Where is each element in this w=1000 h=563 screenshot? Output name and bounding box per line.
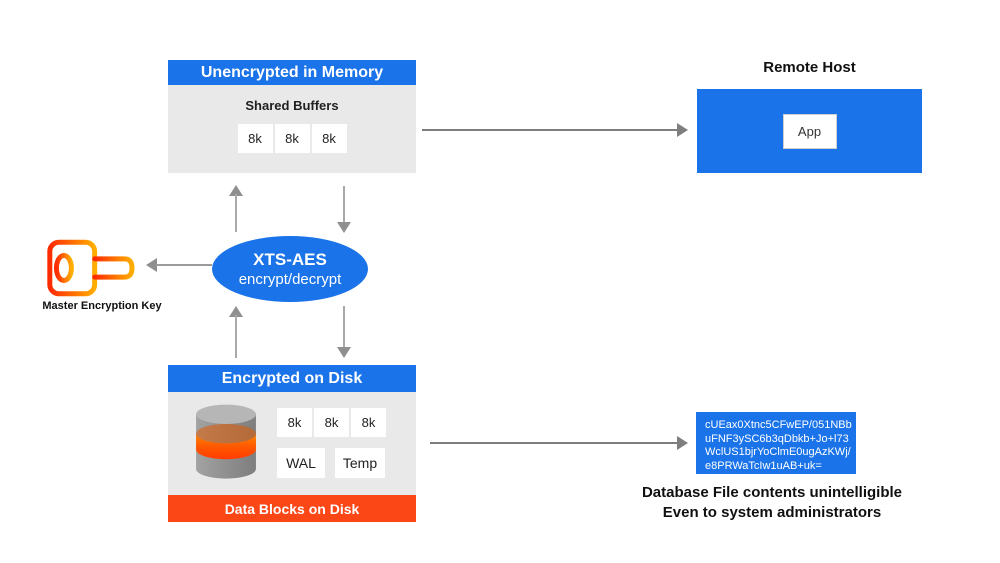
remote-host-title: Remote Host [763, 59, 856, 76]
ciphertext-line: WclUS1bjrYoClmE0ugAzKWj/ [705, 446, 851, 458]
ciphertext-box: cUEax0Xtnc5CFwEP/051NBb uFNF3ySC6b3qDbkb… [696, 412, 856, 474]
memory-block-row: 8k 8k 8k [168, 124, 416, 153]
app-box: App [782, 113, 837, 149]
xts-aes-label: XTS-AES [253, 249, 327, 269]
master-key-label: Master Encryption Key [42, 300, 162, 312]
key-icon [47, 239, 135, 297]
arrow-disk-to-aes-up [229, 306, 243, 358]
ciphertext-caption: Database File contents unintelligible Ev… [597, 483, 947, 523]
disk-box: Encrypted on Disk 8k [168, 365, 416, 522]
remote-host-box: App [697, 89, 922, 173]
arrow-memory-to-aes-down [337, 186, 351, 233]
xts-aes-ellipse: XTS-AES encrypt/decrypt [212, 236, 368, 302]
disk-cells: 8k 8k 8k WAL Temp [277, 408, 389, 478]
disk-box-body: 8k 8k 8k WAL Temp [168, 392, 416, 495]
arrow-aes-to-disk-down [337, 306, 351, 358]
memory-box-title: Unencrypted in Memory [168, 60, 416, 85]
disk-block-row: 8k 8k 8k [277, 408, 389, 437]
disk-file-row: WAL Temp [277, 448, 389, 478]
disk-box-title: Encrypted on Disk [168, 365, 416, 392]
disk-block-8k: 8k [277, 408, 312, 437]
memory-block-8k: 8k [311, 124, 347, 153]
arrow-memory-to-remote-host [422, 123, 688, 137]
arrow-aes-to-memory-up [229, 185, 243, 232]
arrow-aes-to-master-key [146, 258, 212, 272]
memory-box: Unencrypted in Memory Shared Buffers 8k … [168, 60, 416, 173]
memory-block-8k: 8k [237, 124, 273, 153]
memory-block-8k: 8k [274, 124, 310, 153]
wal-cell: WAL [277, 448, 325, 478]
caption-line-1: Database File contents unintelligible [641, 484, 903, 501]
database-cylinder-icon [196, 404, 256, 479]
ciphertext-line: cUEax0Xtnc5CFwEP/051NBb [705, 419, 852, 431]
encrypt-decrypt-label: encrypt/decrypt [238, 270, 342, 288]
disk-box-footer: Data Blocks on Disk [168, 495, 416, 522]
arrow-disk-to-ciphertext [430, 436, 688, 450]
ciphertext-line: uFNF3ySC6b3qDbkb+Jo+l73 [705, 432, 849, 445]
caption-line-2: Even to system administrators [662, 504, 882, 521]
disk-block-8k: 8k [351, 408, 386, 437]
temp-cell: Temp [335, 448, 385, 478]
ciphertext-line: e8PRWaTcIw1uAB+uk= [705, 459, 822, 472]
disk-block-8k: 8k [314, 408, 349, 437]
shared-buffers-label: Shared Buffers [245, 98, 339, 113]
